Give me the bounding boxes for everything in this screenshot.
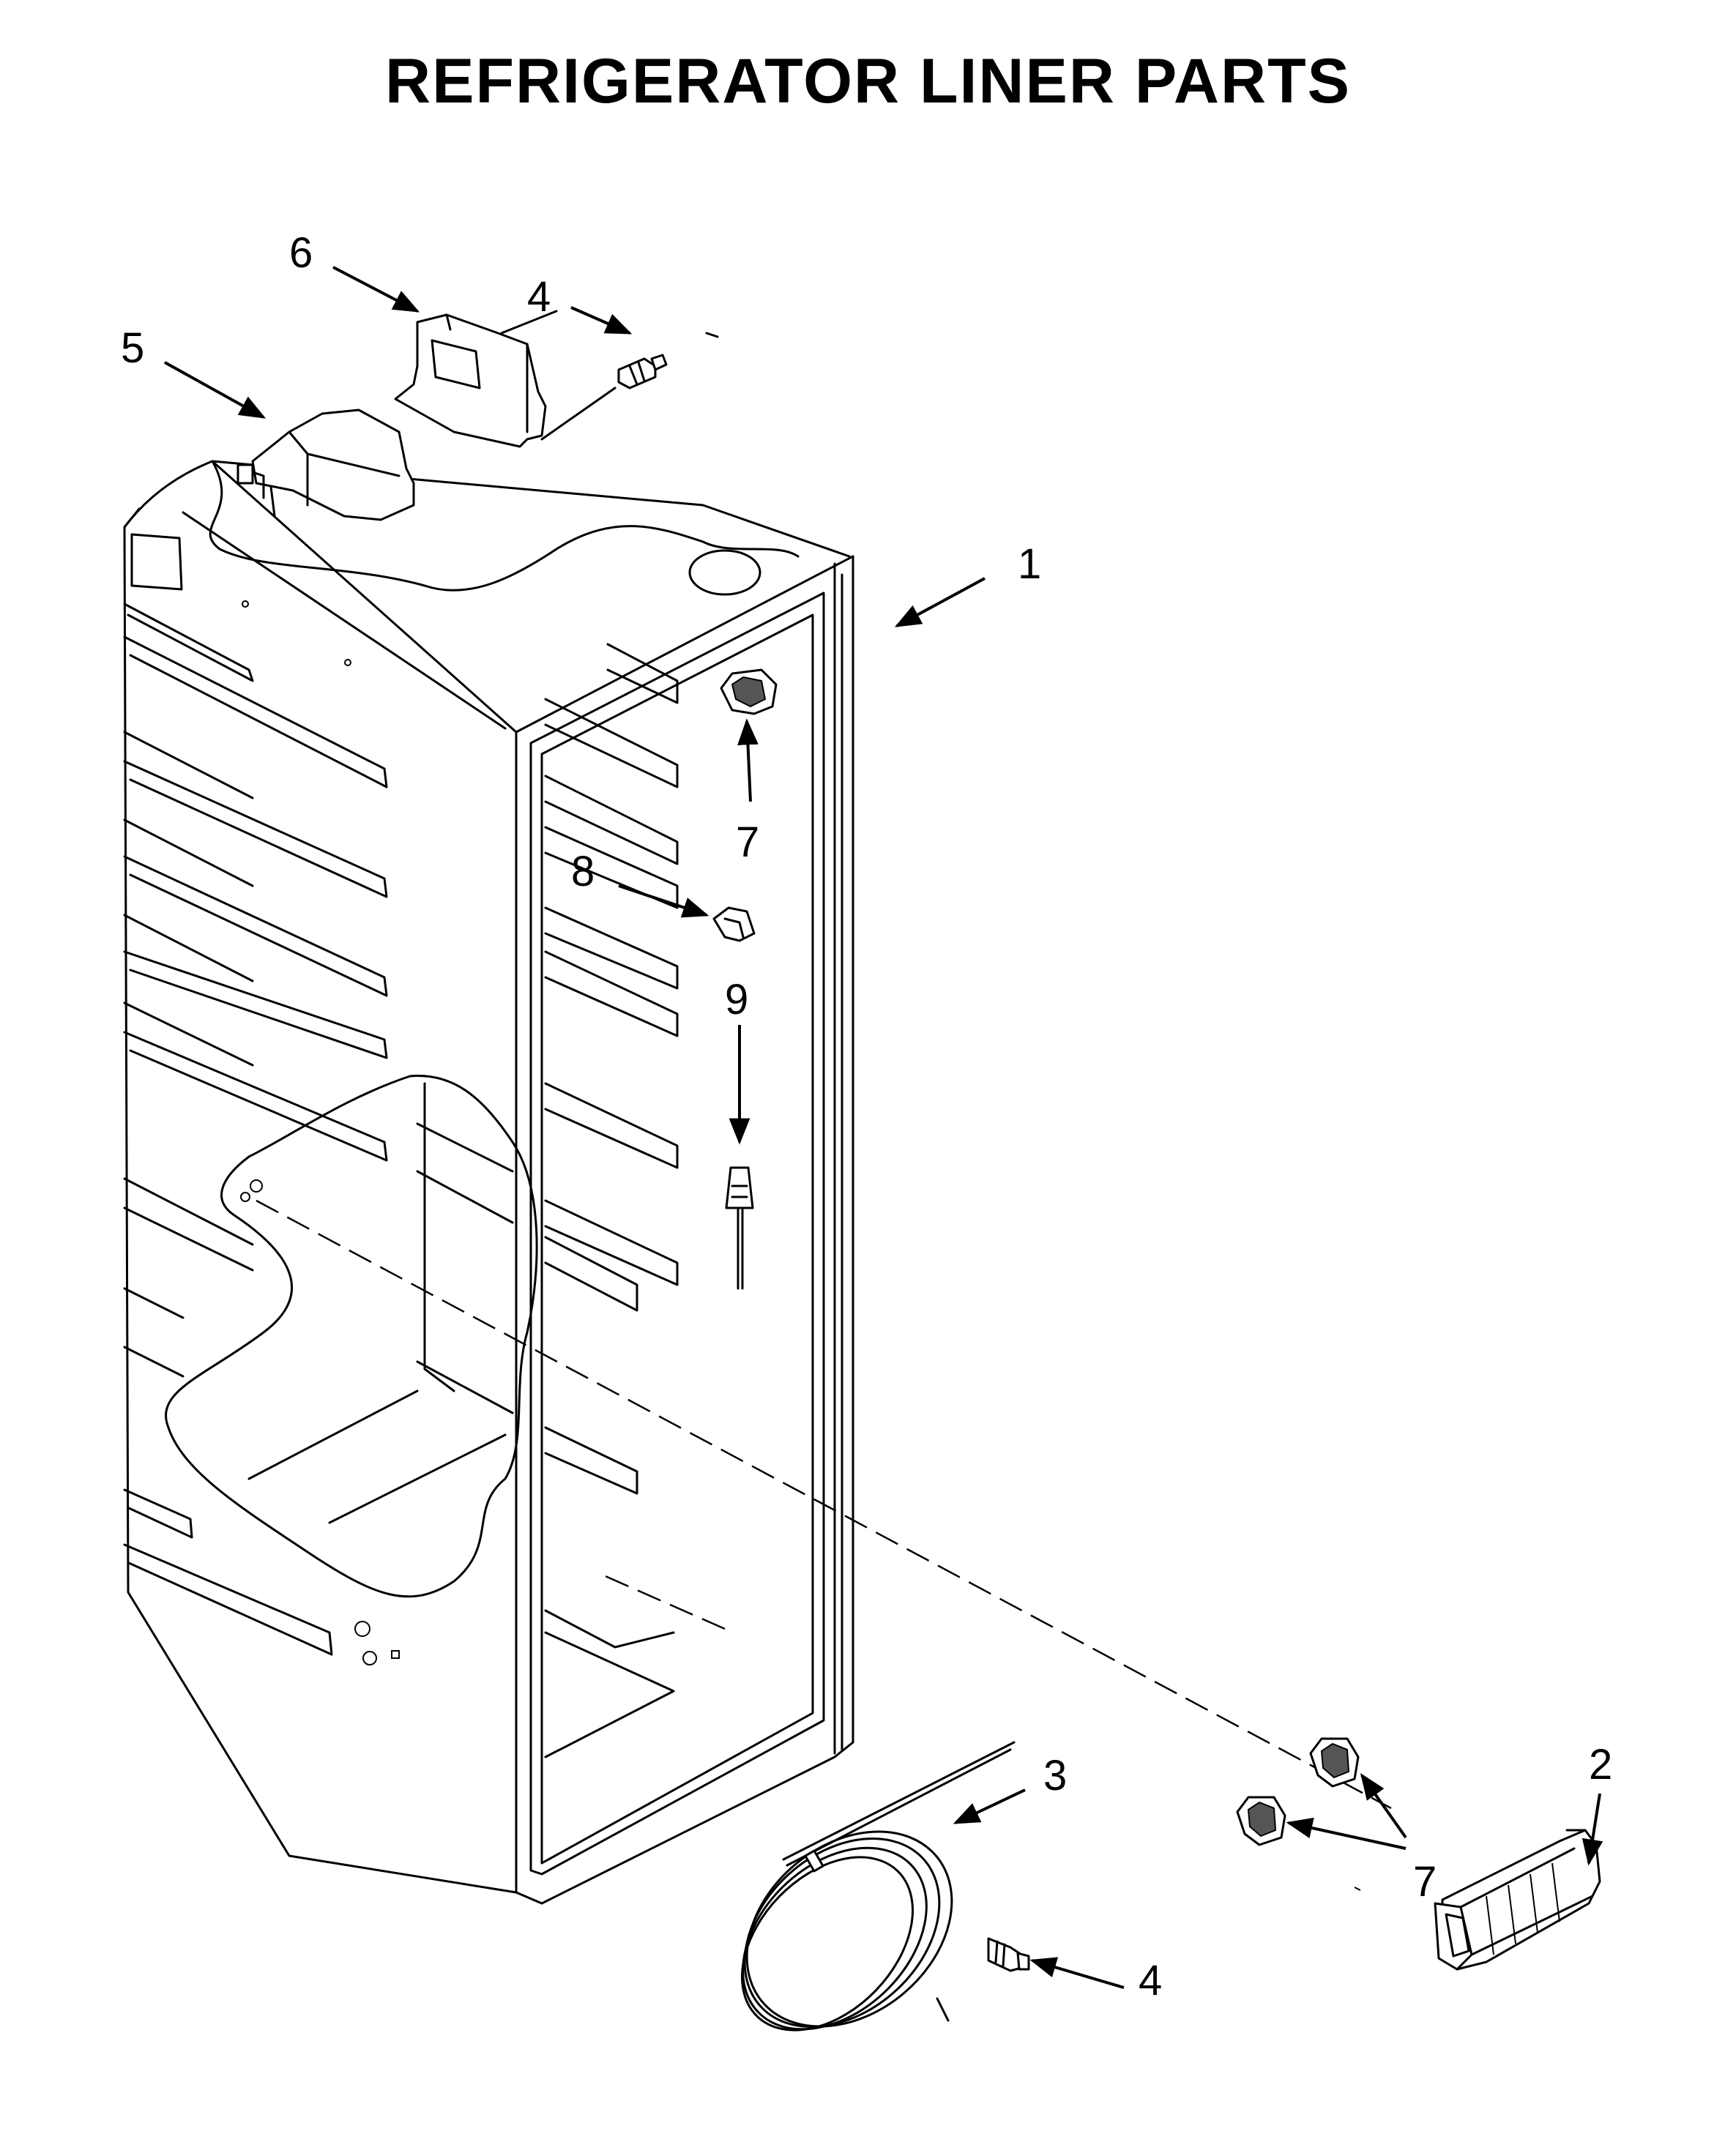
callout-8: 8 (571, 848, 595, 895)
control-housing (236, 408, 415, 521)
callout-3: 3 (1043, 1752, 1067, 1799)
hinge-cover-lower-a (1309, 1737, 1360, 1788)
callout-1: 1 (1018, 540, 1041, 588)
callout-4-top: 4 (527, 273, 551, 321)
assembly-line-2 (600, 1572, 726, 1630)
hinge-cover-top (720, 668, 778, 715)
hinge-screw-mark (1354, 1887, 1361, 1891)
bracket (394, 310, 558, 448)
callout-9: 9 (725, 976, 748, 1023)
callout-5: 5 (121, 324, 144, 372)
light-housing (1434, 1829, 1601, 1971)
thermistor (725, 1166, 754, 1290)
callout-7-top: 7 (736, 818, 759, 866)
assembly-line (256, 1199, 1392, 1810)
clip (712, 906, 756, 942)
hinge-cover-lower-b (1236, 1796, 1286, 1846)
callout-6: 6 (289, 229, 313, 277)
screw-bottom (987, 1937, 1030, 1972)
callout-7-bottom: 7 (1413, 1858, 1437, 1906)
refrigerator-liner (123, 460, 854, 1905)
callout-2: 2 (1589, 1741, 1612, 1788)
tubing-coil (741, 1741, 1016, 2032)
screw-top (540, 332, 719, 441)
diagram-title: REFRIGERATOR LINER PARTS (385, 46, 1351, 116)
callout-arrows (164, 266, 1603, 1989)
callout-4-bottom: 4 (1139, 1957, 1162, 2004)
